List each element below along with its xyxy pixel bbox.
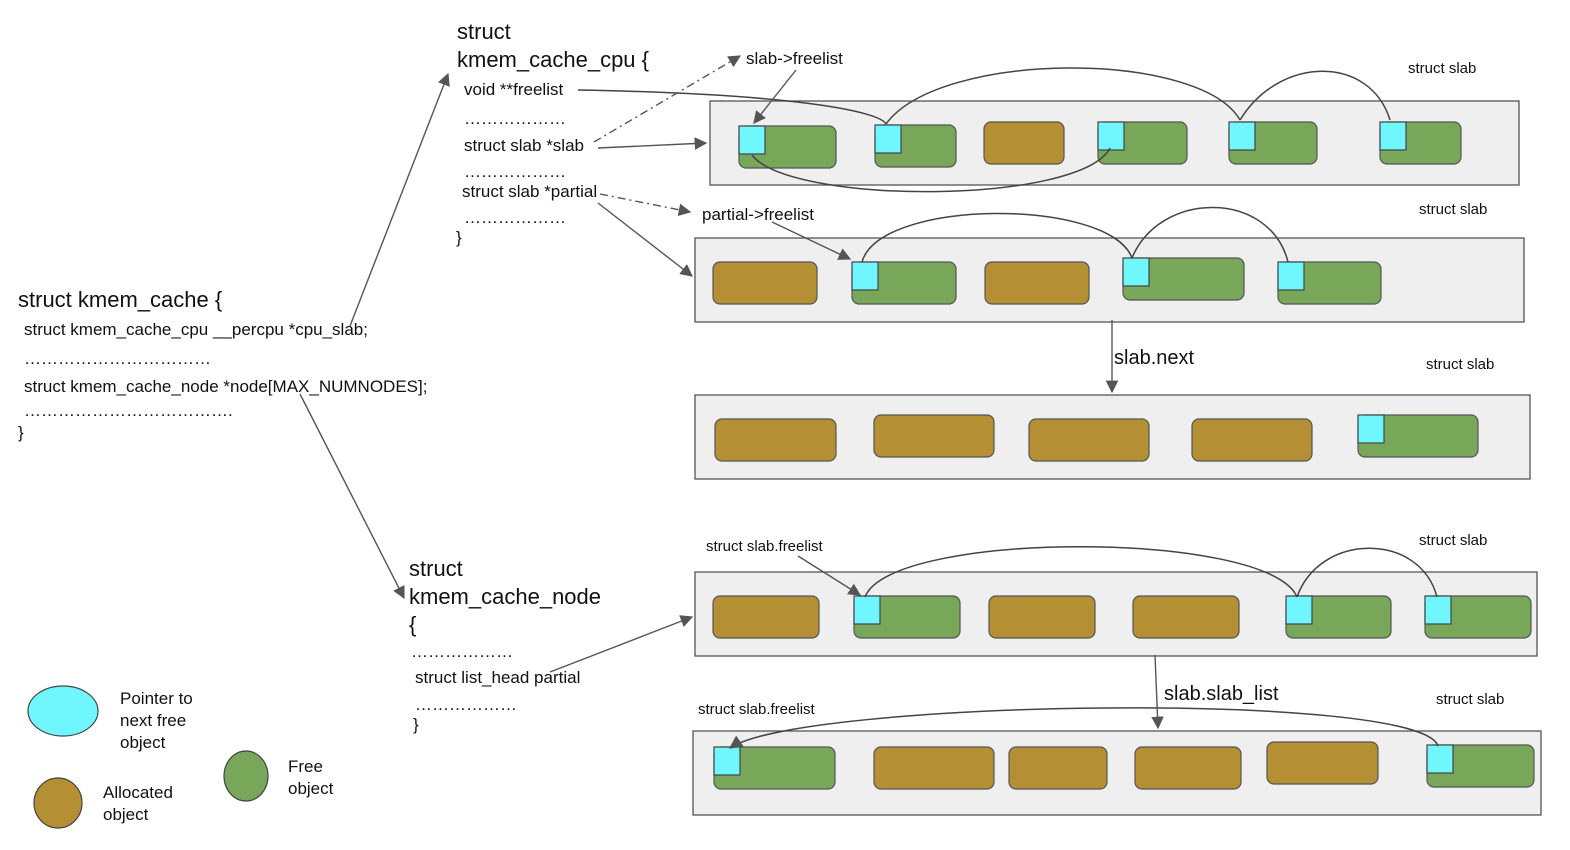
kmem-cache-node-line: struct list_head partial [415,668,581,687]
freelist-link [1239,70,1391,121]
next-free-pointer [874,124,902,154]
kmem-cache-cpu-title: kmem_cache_cpu { [457,47,649,72]
arrow-partial [597,202,693,277]
kmem-cache-cpu-line: ……………… [464,208,566,227]
kmem-cache-node-title: kmem_cache_node [409,584,602,609]
allocated-object [712,595,820,639]
next-free-pointer [1122,257,1150,287]
next-free-pointer [1426,744,1454,774]
next-free-pointer [1228,121,1256,151]
arrow-node-freelist [797,555,862,596]
kmem-cache-node-line: ……………… [415,695,517,714]
label-struct-slab-freelist: struct slab.freelist [706,538,823,555]
next-free-pointer [851,261,879,291]
kmem-cache-cpu-line: struct slab *slab [464,136,584,155]
label-struct-slab: struct slab [1436,691,1505,708]
allocated-object [873,414,995,458]
freelist-link [577,89,887,125]
legend-pointer-shape [27,685,99,737]
kmem-cache-line: struct kmem_cache_node *node[MAX_NUMNODE… [24,377,428,396]
next-free-pointer [1357,414,1385,444]
kmem-cache-node-title: struct [409,556,463,581]
allocated-object [1266,741,1379,785]
kmem-cache-line: ………………………………. [24,401,233,420]
slab-box [694,571,1538,657]
next-free-pointer [1277,261,1305,291]
kmem-cache-cpu-line: struct slab *partial [462,182,598,201]
cpu-slab [709,100,1520,186]
slab-box [694,237,1525,323]
kmem-cache-cpu-line: ……………… [464,109,566,128]
freelist-link [1131,206,1289,263]
allocated-object [1134,746,1242,790]
next-free-pointer [713,746,741,776]
allocated-object [1132,595,1240,639]
next-free-pointer [738,125,766,155]
kmem-cache-line: struct kmem_cache_cpu __percpu *cpu_slab… [24,320,368,339]
freelist-link [728,707,1439,749]
freelist-link [861,212,1133,263]
kmem-cache-title: struct kmem_cache { [18,287,223,312]
node-partial-slab-2 [692,730,1542,816]
freelist-link [885,67,1241,125]
arrow-slab-list [1151,654,1164,730]
allocated-object [1028,418,1150,462]
label-struct-slab: struct slab [1426,356,1495,373]
arrow-cpu-slab [349,72,450,327]
kmem-cache-cpu-line: ……………… [464,162,566,181]
label-struct-slab: struct slab [1408,60,1477,77]
allocated-object [714,418,837,462]
arrow-partial-dashdot [599,193,692,216]
freelist-link [1296,547,1438,598]
allocated-object [712,261,818,305]
legend-free-label: Free object [288,757,334,798]
allocated-object [873,746,995,790]
kmem-cache-line: …………………………… [24,349,211,368]
label-slab-next: slab.next [1114,347,1195,369]
label-struct-slab: struct slab [1419,201,1488,218]
kmem-cache-node-line: } [413,715,419,734]
kmem-cache-cpu-title: struct [457,19,511,44]
label-slab-freelist: slab->freelist [746,49,843,68]
legend-pointer-label: Pointer to next free object [120,689,193,752]
arrow-slab [597,137,708,150]
arrow-partial-freelist [771,221,852,260]
freelist-link [751,147,1111,193]
next-free-pointer [1097,121,1125,151]
cpu-partial-slab-2 [694,394,1531,480]
allocated-object [984,261,1090,305]
legend-allocated-label: Allocated object [103,783,173,824]
next-free-pointer [1379,121,1407,151]
kmem-cache-cpu-line: } [456,228,462,247]
arrow-node [299,393,405,600]
next-free-pointer [1424,595,1452,625]
next-free-pointer [1285,595,1313,625]
freelist-link [864,546,1298,598]
kmem-cache-node-line: ……………… [411,642,513,661]
cpu-partial-slab-1 [694,237,1525,323]
node-partial-slab-1 [694,571,1538,657]
label-struct-slab: struct slab [1419,532,1488,549]
allocated-object [1191,418,1313,462]
label-slab-slab-list: slab.slab_list [1164,683,1279,705]
kmem-cache-cpu-line: void **freelist [464,80,564,99]
kmem-cache-node-title: { [409,612,417,637]
arrow-slab-freelist [753,69,797,124]
legend-free-shape [223,750,269,802]
arrow-list-head-partial [549,615,694,673]
arrow-slab-dashdot [593,55,742,143]
label-struct-slab-freelist: struct slab.freelist [698,701,815,718]
allocated-object [983,121,1065,165]
allocated-object [1008,746,1108,790]
next-free-pointer [853,595,881,625]
legend-allocated-shape [33,777,83,829]
kmem-cache-line: } [18,423,24,442]
allocated-object [988,595,1096,639]
label-partial-freelist: partial->freelist [702,205,814,224]
